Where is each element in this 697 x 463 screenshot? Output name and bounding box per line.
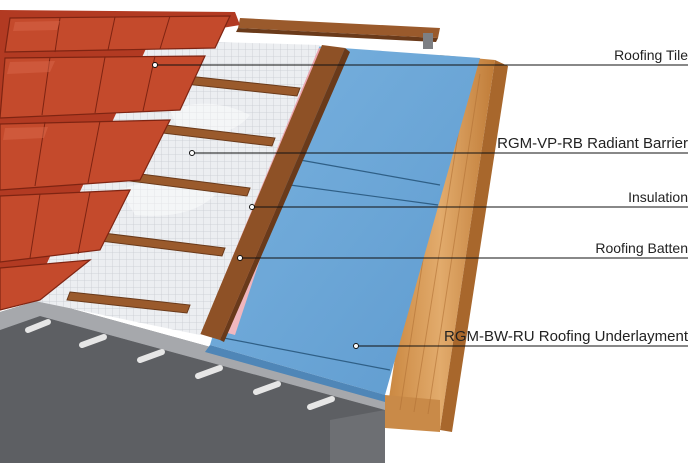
label-roofing-batten: Roofing Batten [595, 240, 688, 256]
label-roofing-tile: Roofing Tile [614, 47, 688, 63]
steel-deck [0, 300, 385, 463]
label-insulation: Insulation [628, 189, 688, 205]
ridge-batten [236, 18, 440, 49]
roofing-batten-counter [200, 45, 350, 342]
label-radiant-barrier: RGM-VP-RB Radiant Barrier [497, 135, 688, 152]
roofing-tiles [0, 10, 240, 311]
callout-dots [152, 62, 359, 349]
callout-leaders [155, 64, 688, 347]
label-underlayment: RGM-BW-RU Roofing Underlayment [444, 328, 689, 345]
horizontal-battens [66, 71, 301, 314]
steel-deck-ribs [25, 319, 335, 410]
